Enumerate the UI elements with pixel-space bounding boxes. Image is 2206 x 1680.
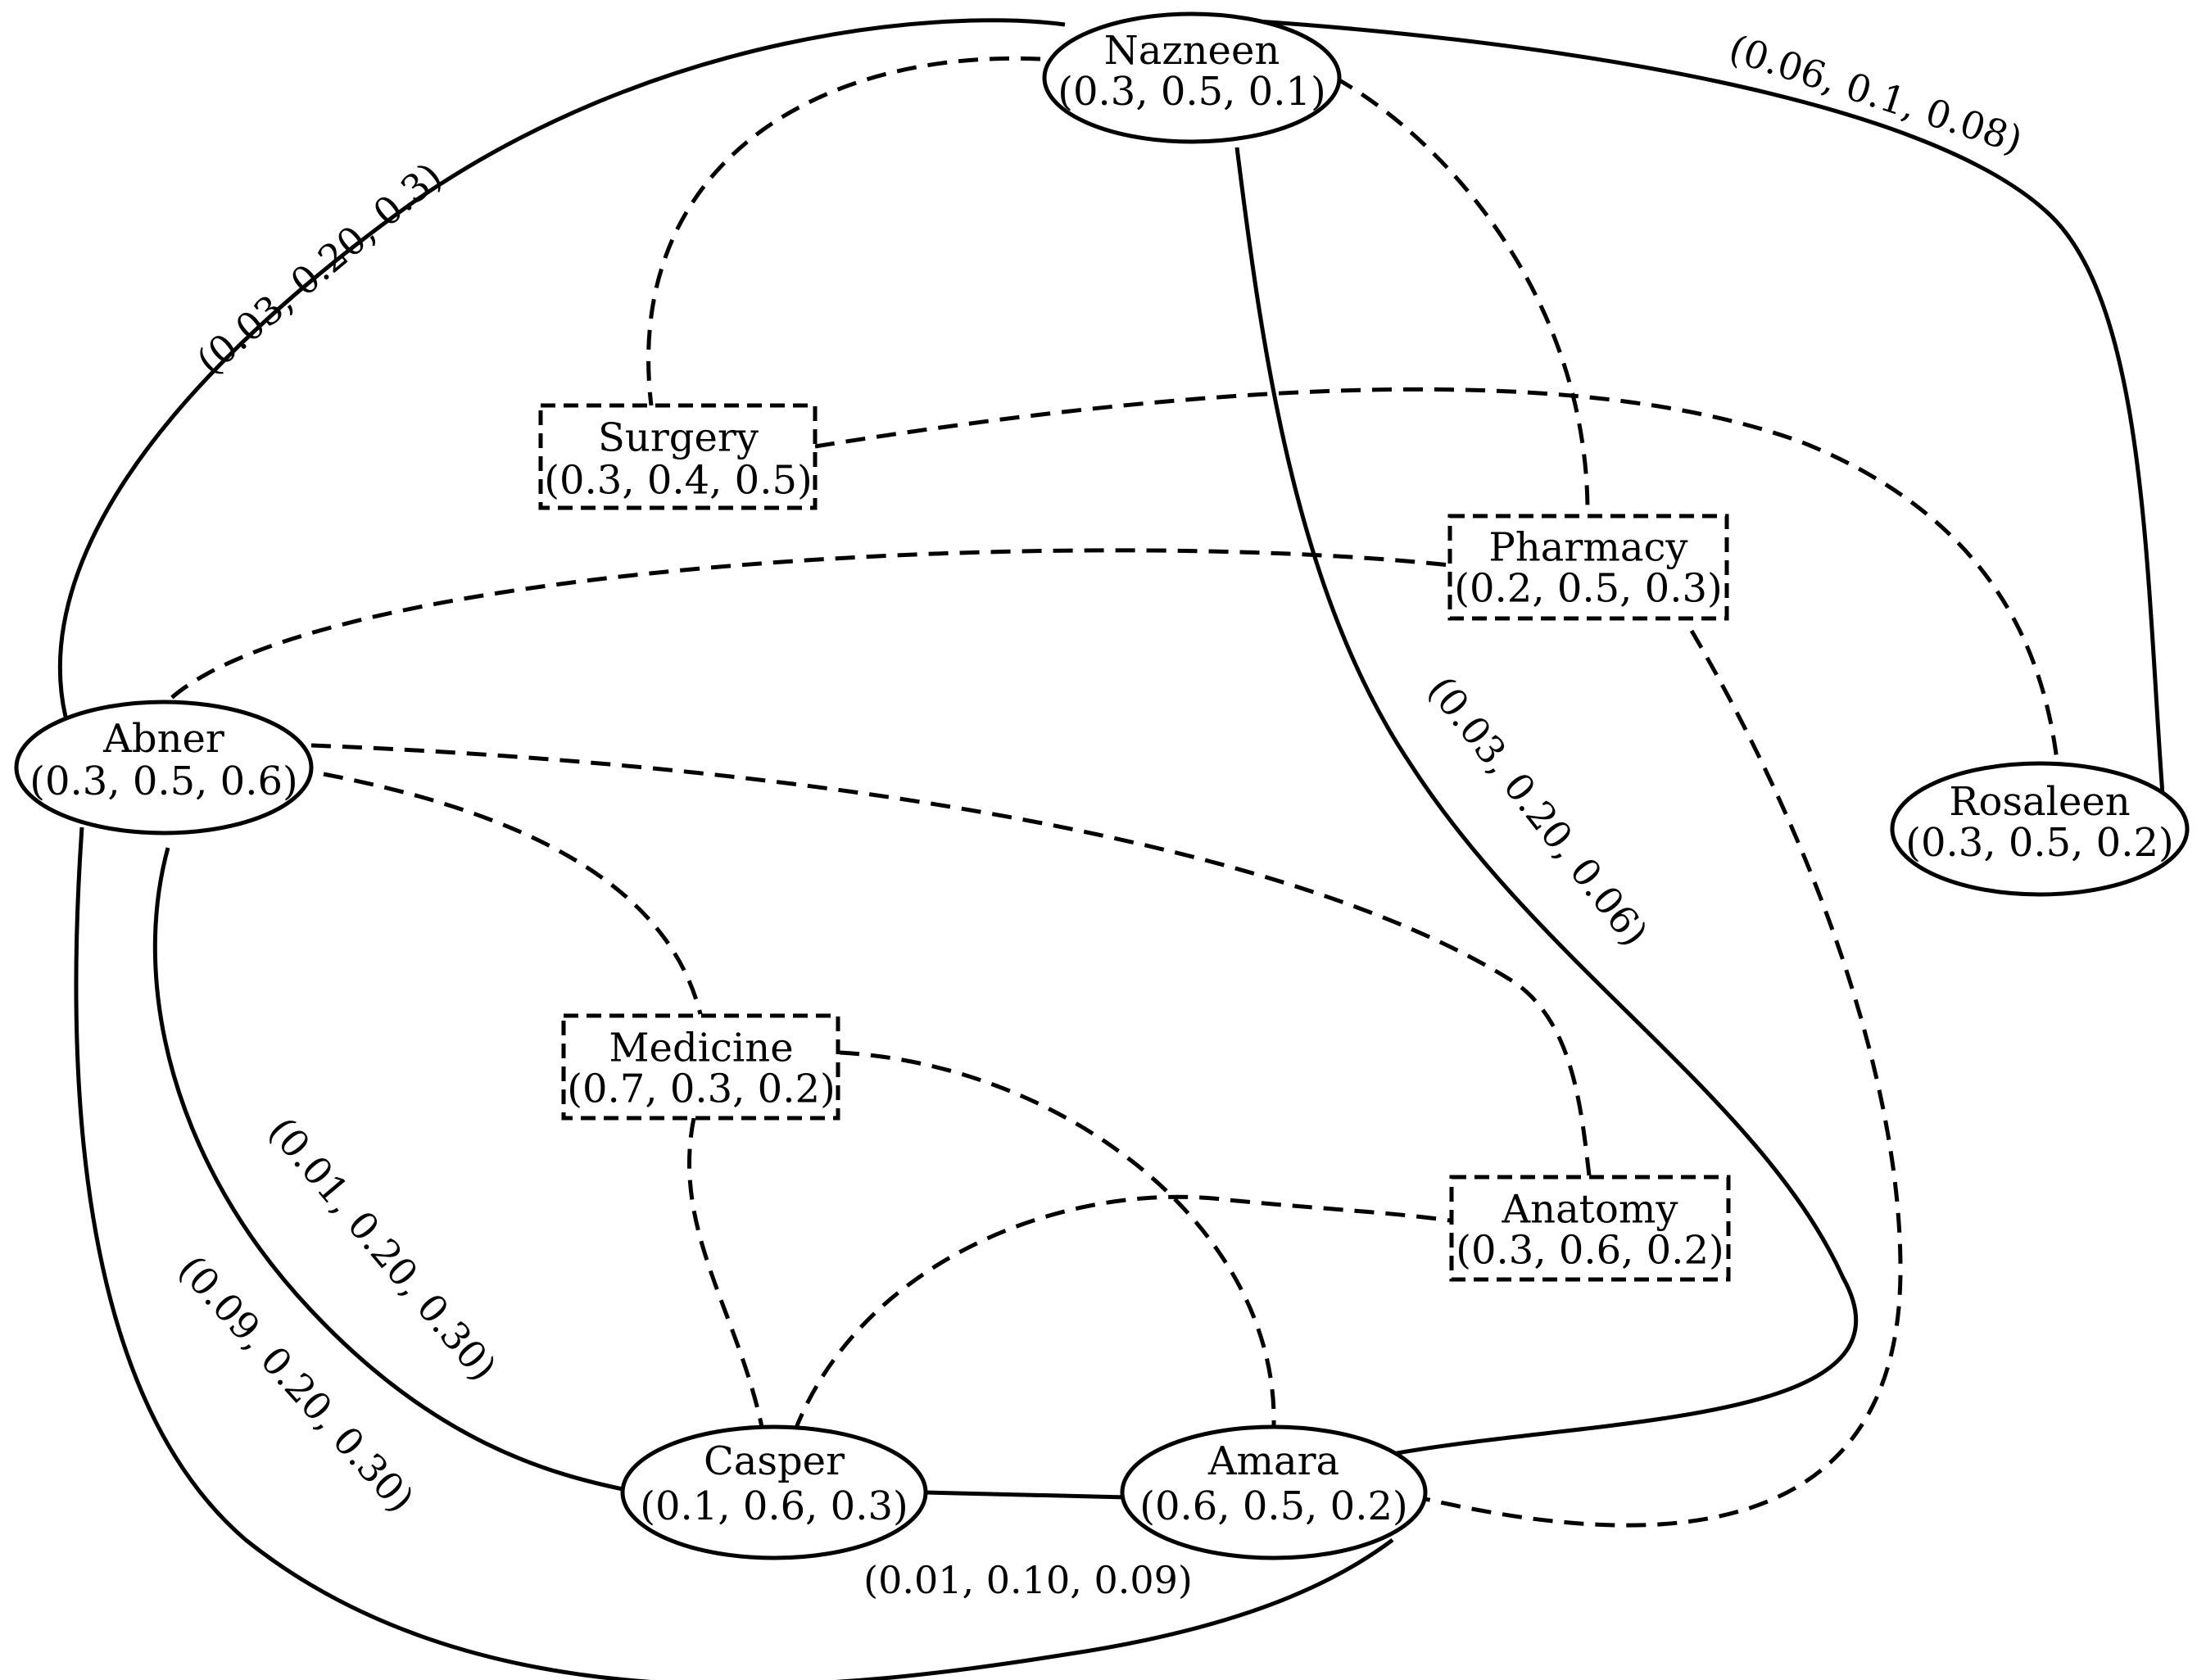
node-shape (1120, 1424, 1428, 1560)
solid-edges (57, 18, 2165, 1680)
edge-casper-anatomy (792, 1194, 1451, 1433)
edge-abner-medicine (323, 772, 703, 1015)
node-name: Anatomy (1501, 1187, 1678, 1233)
node-name: Medicine (609, 1026, 793, 1071)
edge-abner-nazneen (57, 18, 1066, 718)
node-values: (0.2, 0.5, 0.3) (1454, 566, 1723, 612)
node-name: Pharmacy (1489, 525, 1688, 571)
node-values: (0.3, 0.6, 0.2) (1456, 1228, 1724, 1274)
node-anatomy: Anatomy (0.3, 0.6, 0.2) (1449, 1175, 1731, 1282)
node-surgery: Surgery (0.3, 0.4, 0.5) (538, 403, 818, 510)
edge-nazneen-rosaleen (1244, 18, 2165, 795)
edge-medicine-amara (839, 1050, 1276, 1426)
edge-abner-amara (74, 826, 1394, 1680)
dashed-edges (149, 56, 2061, 1528)
edge-label-abner-amara: (0.09, 0.20, 0.30) (170, 1247, 423, 1521)
node-shape (561, 1013, 840, 1121)
node-medicine: Medicine (0.7, 0.3, 0.2) (561, 1013, 840, 1121)
node-nazneen: Nazneen (0.3, 0.5, 0.1) (1042, 11, 1342, 144)
edge-label-nazneen-amara: (0.03, 0.20, 0.06) (1420, 668, 1657, 954)
edge-nazneen-amara (1234, 147, 1859, 1456)
edge-abner-casper (152, 847, 632, 1493)
edge-labels: (0.03, 0.20, 0.3) (0.06, 0.1, 0.08) (0.0… (170, 26, 2027, 1602)
edge-abner-pharmacy (149, 548, 1451, 722)
node-values: (0.6, 0.5, 0.2) (1139, 1483, 1408, 1529)
node-casper: Casper (0.1, 0.6, 0.3) (620, 1424, 928, 1560)
node-shape (1042, 11, 1342, 144)
node-name: Nazneen (1104, 28, 1280, 74)
node-rosaleen: Rosaleen (0.3, 0.5, 0.2) (1890, 761, 2190, 897)
edge-casper-amara (925, 1490, 1127, 1500)
node-shape (1447, 514, 1729, 621)
edge-label-abner-casper: (0.01, 0.20, 0.30) (260, 1109, 505, 1389)
node-name: Amara (1207, 1438, 1339, 1484)
node-shape (1449, 1175, 1731, 1282)
node-shape (620, 1424, 928, 1560)
node-name: Surgery (598, 415, 759, 461)
edge-nazneen-surgery (646, 56, 1041, 406)
node-abner: Abner (0.3, 0.5, 0.6) (14, 700, 314, 835)
node-pharmacy: Pharmacy (0.2, 0.5, 0.3) (1447, 514, 1729, 621)
node-amara: Amara (0.6, 0.5, 0.2) (1120, 1424, 1428, 1560)
node-shape (538, 403, 818, 510)
edge-pharmacy-amara (1425, 629, 1903, 1528)
node-shape (14, 700, 314, 835)
node-values: (0.3, 0.5, 0.6) (29, 758, 298, 804)
node-name: Abner (102, 716, 224, 762)
edge-surgery-rosaleen (814, 387, 2061, 775)
edge-nazneen-pharmacy (1334, 75, 1590, 517)
node-values: (0.7, 0.3, 0.2) (567, 1066, 836, 1112)
node-values: (0.3, 0.5, 0.1) (1058, 69, 1326, 115)
edge-label-abner-nazneen: (0.03, 0.20, 0.3) (188, 153, 451, 383)
node-values: (0.3, 0.5, 0.2) (1905, 820, 2174, 866)
node-name: Rosaleen (1949, 779, 2130, 825)
node-shape (1890, 761, 2190, 897)
node-name: Casper (704, 1438, 845, 1484)
node-values: (0.3, 0.4, 0.5) (544, 458, 813, 504)
node-values: (0.1, 0.6, 0.3) (640, 1483, 908, 1529)
edge-label-casper-amara: (0.01, 0.10, 0.09) (863, 1558, 1193, 1602)
edge-abner-anatomy (310, 743, 1592, 1176)
edge-medicine-casper (687, 1117, 764, 1428)
